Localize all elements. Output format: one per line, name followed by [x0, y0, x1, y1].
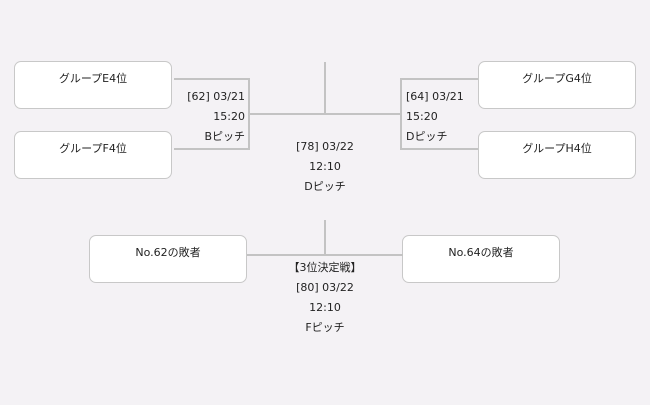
team-box-loser-64: No.64の敗者 — [402, 235, 560, 283]
match-time: 12:10 — [309, 301, 341, 314]
match-64-info: [64] 03/21 15:20 Dピッチ — [406, 87, 501, 147]
match-pitch: Bピッチ — [204, 130, 245, 143]
match-62-info: [62] 03/21 15:20 Bピッチ — [150, 87, 245, 147]
team-label: No.62の敗者 — [135, 246, 201, 259]
bracket-line — [324, 220, 326, 255]
team-box-loser-62: No.62の敗者 — [89, 235, 247, 283]
bracket-line — [174, 148, 250, 150]
match-pitch: Dピッチ — [304, 180, 346, 193]
match-time: 15:20 — [406, 110, 438, 123]
bracket-line — [324, 62, 326, 114]
bracket-line — [400, 78, 478, 80]
match-78-info: [78] 03/22 12:10 Dピッチ — [265, 137, 385, 197]
match-pitch: Fピッチ — [305, 321, 345, 334]
team-label: グループH4位 — [522, 142, 592, 155]
team-box-h4: グループH4位 — [478, 131, 636, 179]
match-80-info: 【3位決定戦】 [80] 03/22 12:10 Fピッチ — [265, 258, 385, 338]
team-box-e4: グループE4位 — [14, 61, 172, 109]
bracket-line — [247, 254, 403, 256]
match-id: [64] 03/21 — [406, 90, 464, 103]
match-id: [62] 03/21 — [187, 90, 245, 103]
match-id: [78] 03/22 — [296, 140, 354, 153]
bracket-line — [400, 148, 478, 150]
bracket-line — [248, 113, 402, 115]
match-id: [80] 03/22 — [296, 281, 354, 294]
team-label: グループE4位 — [58, 72, 128, 85]
match-title: 【3位決定戦】 — [288, 261, 362, 274]
match-pitch: Dピッチ — [406, 130, 448, 143]
team-label: グループF4位 — [59, 142, 127, 155]
team-label: グループG4位 — [522, 72, 592, 85]
team-label: No.64の敗者 — [448, 246, 514, 259]
bracket-line — [174, 78, 250, 80]
match-time: 15:20 — [213, 110, 245, 123]
team-box-g4: グループG4位 — [478, 61, 636, 109]
match-time: 12:10 — [309, 160, 341, 173]
team-box-f4: グループF4位 — [14, 131, 172, 179]
